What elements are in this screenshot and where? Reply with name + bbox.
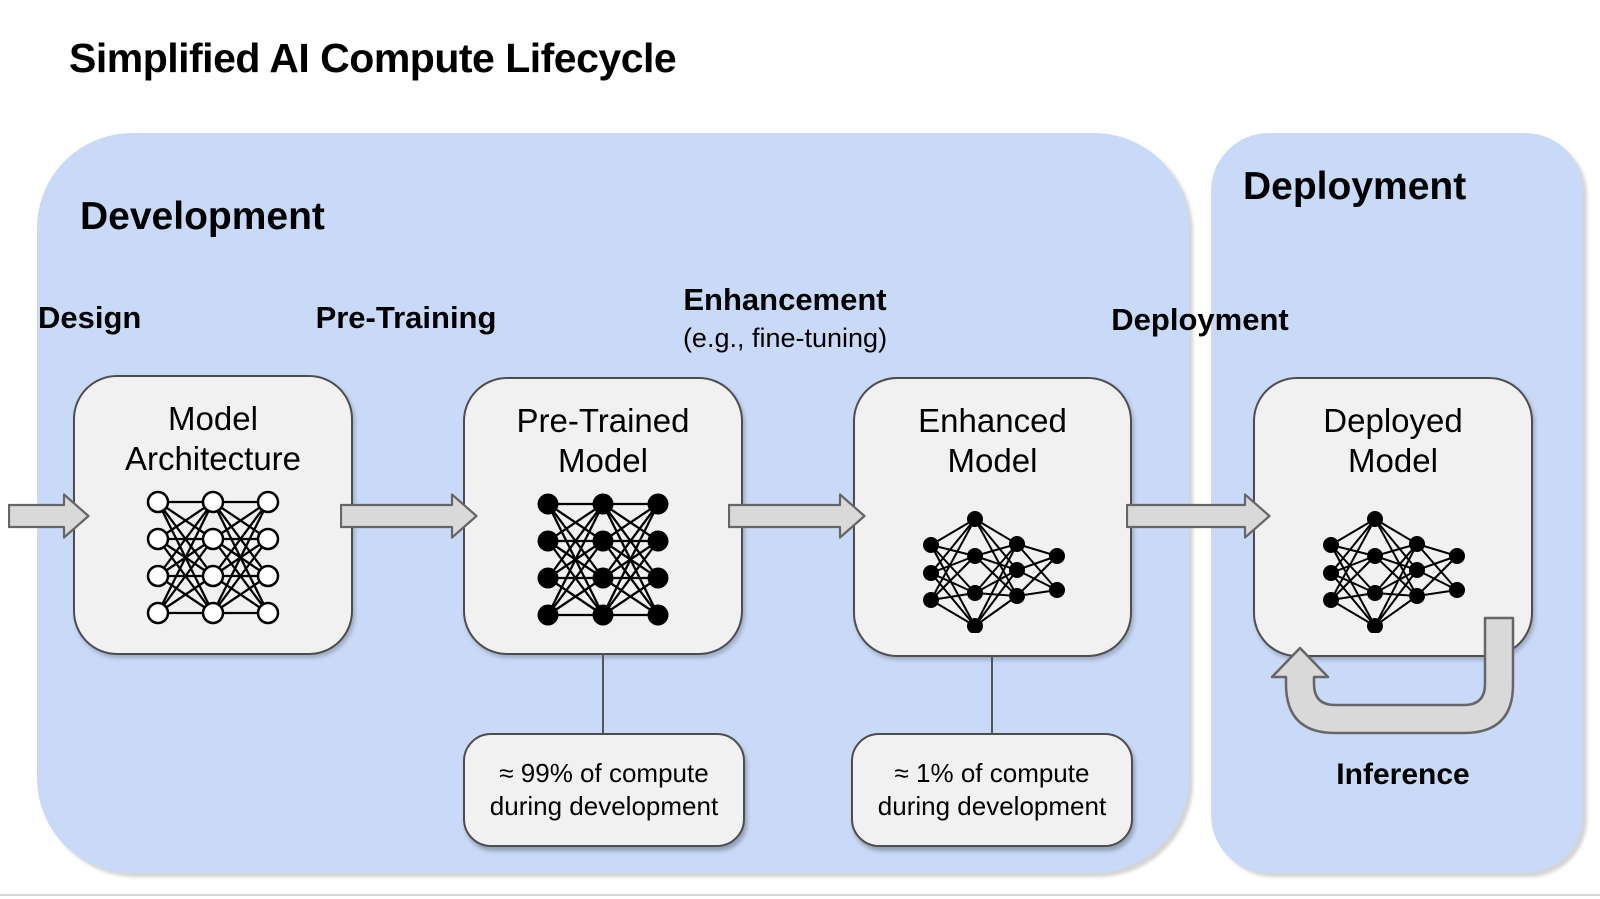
dense-network-filled-icon [537,493,669,626]
development-header: Development [80,195,325,238]
deployed-network-icon [1323,511,1465,633]
enhanced-network-icon [922,511,1065,633]
inference-loop-arrow-icon [1270,616,1515,735]
deployed-label-line2: Model [1348,442,1438,479]
pre-trained-label-line2: Model [558,442,648,479]
enhanced-label-line2: Model [947,442,1038,479]
stage-label-enhancement-note: (e.g., fine-tuning) [682,323,888,353]
enhanced-label-line1: Enhanced [918,402,1067,439]
annotation-enhancement-compute: ≈ 1% of compute during development [851,733,1133,847]
deployment-header: Deployment [1243,165,1467,208]
connector-enhanced-annotation [990,655,993,734]
connector-pretrained-annotation [601,653,604,734]
flow-arrow-input-icon [8,493,90,539]
stage-label-deployment: Deployment [1111,302,1289,337]
annotation-pretraining-line2: during development [489,791,719,821]
annotation-pretraining-compute: ≈ 99% of compute during development [463,733,745,847]
annotation-enhancement-line2: during development [877,791,1107,821]
pre-trained-label-line1: Pre-Trained [516,402,690,439]
inference-label: Inference [1336,758,1470,791]
annotation-pretraining-line1: ≈ 99% of compute [499,758,709,788]
stage-label-pre-training: Pre-Training [315,300,497,335]
stage-label-enhancement: Enhancement (e.g., fine-tuning) [682,282,888,354]
stage-label-enhancement-title: Enhancement [683,282,887,317]
model-architecture-label-line1: Model [168,400,258,437]
stage-label-design: Design [38,300,142,335]
flow-arrow-pretraining-icon [340,493,478,539]
deployed-model-box: Deployed Model [1253,377,1533,657]
annotation-enhancement-line1: ≈ 1% of compute [894,758,1090,788]
flow-arrow-deployment-icon [1126,493,1271,539]
dense-network-outline-icon [146,490,280,625]
flow-arrow-enhancement-icon [728,493,866,539]
model-architecture-label-line2: Architecture [124,440,302,477]
page-title: Simplified AI Compute Lifecycle [69,35,677,81]
enhanced-model-box: Enhanced Model [853,377,1132,657]
slide-bottom-divider [0,894,1600,896]
deployed-label-line1: Deployed [1323,402,1463,439]
model-architecture-box: Model Architecture [73,375,353,655]
pre-trained-model-box: Pre-Trained Model [463,377,743,655]
